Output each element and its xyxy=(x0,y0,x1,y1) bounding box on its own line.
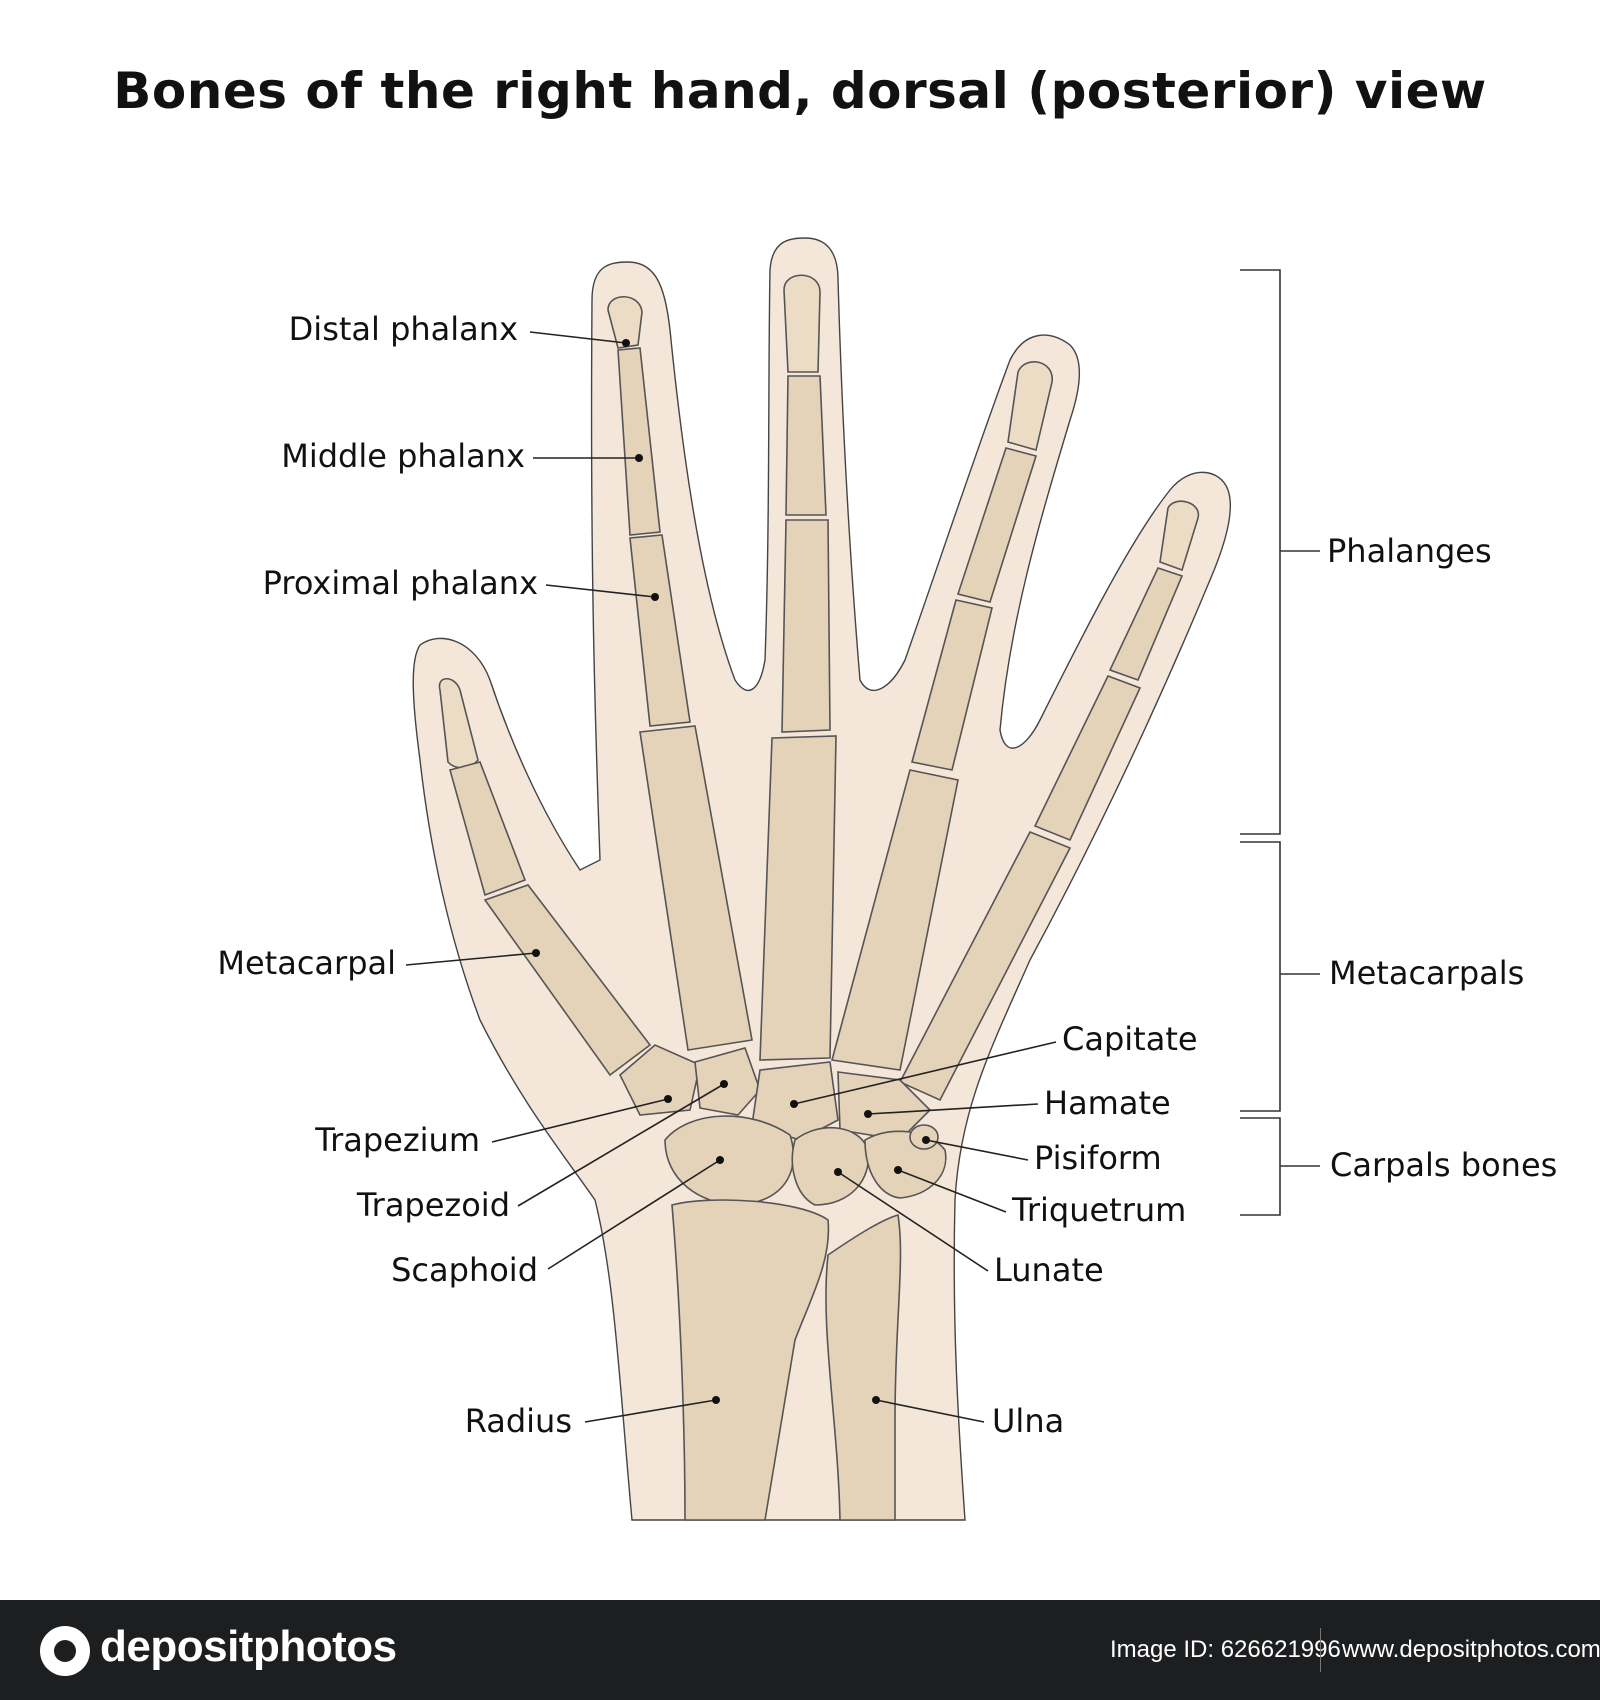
thumb-distal-phalanx xyxy=(438,677,479,769)
leader-hamate xyxy=(867,1103,1039,1115)
label-radius: Radius xyxy=(465,1402,572,1440)
footer-divider xyxy=(1320,1628,1321,1672)
leader-lunate xyxy=(837,1171,989,1272)
dot-distal-phalanx xyxy=(622,339,630,347)
group-label-metacarpals: Metacarpals xyxy=(1329,954,1524,992)
dot-hamate xyxy=(864,1110,872,1118)
ring-proximal-phalanx xyxy=(911,599,993,771)
label-scaphoid: Scaphoid xyxy=(391,1251,538,1289)
dot-proximal-phalanx xyxy=(651,593,659,601)
leader-trapezium xyxy=(491,1098,669,1143)
index-metacarpal xyxy=(639,725,753,1051)
index-distal-phalanx xyxy=(607,296,643,349)
index-proximal-phalanx xyxy=(629,534,691,727)
leader-scaphoid xyxy=(547,1159,721,1270)
dot-trapezium xyxy=(664,1095,672,1103)
leader-proximal-phalanx xyxy=(545,584,656,598)
dot-trapezoid xyxy=(720,1080,728,1088)
label-proximal-phalanx: Proximal phalanx xyxy=(263,564,538,602)
label-ulna: Ulna xyxy=(992,1402,1064,1440)
ulna-bone xyxy=(825,1213,902,1521)
label-pisiform: Pisiform xyxy=(1034,1139,1162,1177)
leader-triquetrum xyxy=(897,1169,1007,1213)
dot-lunate xyxy=(834,1168,842,1176)
footer-logo-text: depositphotos xyxy=(100,1622,397,1671)
bracket-metacarpals xyxy=(1240,841,1320,1112)
dot-radius xyxy=(712,1396,720,1404)
dot-middle-phalanx xyxy=(635,454,643,462)
ring-metacarpal xyxy=(830,769,959,1071)
label-trapezoid: Trapezoid xyxy=(356,1186,510,1224)
leader-radius xyxy=(584,1399,717,1423)
dot-triquetrum xyxy=(894,1166,902,1174)
leader-pisiform xyxy=(925,1139,1029,1161)
ring-distal-phalanx xyxy=(1007,361,1053,451)
label-lunate: Lunate xyxy=(994,1251,1104,1289)
little-middle-phalanx xyxy=(1108,567,1184,682)
middle-middle-phalanx xyxy=(785,375,827,516)
dot-capitate xyxy=(790,1100,798,1108)
label-capitate: Capitate xyxy=(1062,1020,1198,1058)
leader-metacarpal xyxy=(405,952,537,966)
leader-capitate xyxy=(793,1041,1057,1105)
little-distal-phalanx xyxy=(1159,500,1199,572)
little-proximal-phalanx xyxy=(1033,674,1142,842)
depositphotos-logo-icon xyxy=(40,1626,90,1676)
footer-image-id: Image ID: 626621996 xyxy=(1110,1636,1341,1663)
label-triquetrum: Triquetrum xyxy=(1011,1191,1186,1229)
radius-bone xyxy=(671,1199,830,1521)
thumb-metacarpal xyxy=(483,884,652,1077)
footer-site-link[interactable]: www.depositphotos.com xyxy=(1342,1636,1600,1663)
leader-ulna xyxy=(875,1399,985,1423)
hand-diagram: Distal phalanx Middle phalanx Proximal p… xyxy=(217,237,1557,1521)
middle-metacarpal xyxy=(759,735,837,1061)
ring-middle-phalanx xyxy=(956,447,1038,603)
trapezium-bone xyxy=(619,1044,701,1116)
bracket-carpals xyxy=(1240,1117,1320,1216)
bracket-phalanges xyxy=(1240,269,1320,835)
thumb-proximal-phalanx xyxy=(449,761,527,897)
footer-bar: depositphotos Image ID: 626621996 www.de… xyxy=(0,1600,1600,1700)
dot-metacarpal xyxy=(532,949,540,957)
little-metacarpal xyxy=(898,830,1072,1102)
hamate-bone xyxy=(837,1071,932,1141)
dot-scaphoid xyxy=(716,1156,724,1164)
group-label-carpals: Carpals bones xyxy=(1330,1146,1557,1184)
middle-proximal-phalanx xyxy=(781,519,831,733)
group-label-phalanges: Phalanges xyxy=(1327,532,1492,570)
label-hamate: Hamate xyxy=(1044,1084,1171,1122)
middle-distal-phalanx xyxy=(783,274,821,373)
label-metacarpal: Metacarpal xyxy=(217,944,396,982)
leader-trapezoid xyxy=(517,1083,725,1207)
dot-pisiform xyxy=(922,1136,930,1144)
label-middle-phalanx: Middle phalanx xyxy=(281,437,525,475)
trapezoid-bone xyxy=(694,1047,761,1116)
leader-distal-phalanx xyxy=(529,331,627,344)
scaphoid-bone xyxy=(664,1115,795,1206)
dot-ulna xyxy=(872,1396,880,1404)
label-trapezium: Trapezium xyxy=(314,1121,480,1159)
diagram-title: Bones of the right hand, dorsal (posteri… xyxy=(113,62,1487,120)
index-middle-phalanx xyxy=(617,347,661,536)
label-distal-phalanx: Distal phalanx xyxy=(289,310,518,348)
